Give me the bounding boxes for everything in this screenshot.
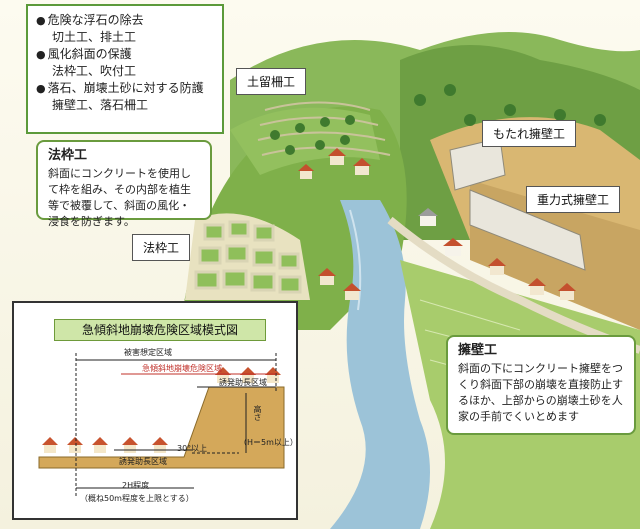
twoh-label: 2H程度: [122, 481, 150, 490]
higai-label: 被害想定区域: [124, 348, 172, 357]
tag-dodome: 土留柵工: [236, 68, 307, 95]
youheki-card: 擁壁工 斜面の下にコンクリート擁壁をつくり斜面下部の崩壊を直接防止するほか、上部…: [446, 335, 636, 435]
tag-norikake: 法枠工: [132, 234, 191, 261]
yuhatsu-top-label: 誘発助長区域: [219, 378, 267, 387]
tag-juryoku: 重力式擁壁工: [526, 186, 621, 213]
norikake-card: 法枠工 斜面にコンクリートを使用して枠を組み、その内部を植生等で被覆して、斜面の…: [36, 140, 212, 228]
houses: [298, 148, 576, 300]
twoh-note: （概ね50m程度を上限とする）: [80, 494, 194, 503]
legend-sub: 擁壁工、落石柵工: [52, 98, 149, 112]
legend-main: 危険な浮石の除去: [47, 13, 144, 27]
takasa-label: 高さ: [253, 405, 262, 421]
countermeasure-legend: ●危険な浮石の除去 切土工、排土工 ●風化斜面の保護 法枠工、吹付工 ●落石、崩…: [26, 4, 224, 134]
card-title: 擁壁工: [458, 343, 498, 358]
tag-motare: もたれ擁壁工: [482, 120, 577, 147]
card-body: 斜面にコンクリートを使用して枠を組み、その内部を植生等で被覆して、斜面の風化・浸…: [48, 167, 191, 228]
legend-item: ●風化斜面の保護 法枠工、吹付工: [36, 46, 214, 79]
bullet-icon: ●: [36, 48, 46, 61]
bullet-icon: ●: [36, 14, 46, 27]
lattice-frame: [194, 220, 302, 294]
legend-item: ●落石、崩壊土砂に対する防護 擁壁工、落石柵工: [36, 80, 214, 113]
trees: [270, 84, 606, 155]
hazard-zone-diagram: 急傾斜地崩壊危険区域模式図 被害想定区域 急傾斜地崩: [12, 301, 298, 520]
legend-sub: 法枠工、吹付工: [52, 64, 137, 78]
legend-item: ●危険な浮石の除去 切土工、排土工: [36, 12, 214, 45]
bullet-icon: ●: [36, 82, 46, 95]
kiken-label: 急傾斜地崩壊危険区域: [142, 364, 222, 373]
cross-section: [38, 353, 285, 498]
card-title: 法枠工: [48, 148, 88, 163]
legend-main: 落石、崩壊土砂に対する防護: [47, 81, 204, 95]
angle-label: 30°以上: [177, 444, 208, 453]
height-label: （H＝5m以上）: [239, 438, 298, 447]
legend-main: 風化斜面の保護: [47, 47, 132, 61]
card-body: 斜面の下にコンクリート擁壁をつくり斜面下部の崩壊を直接防止するほか、上部からの崩…: [458, 362, 623, 423]
legend-sub: 切土工、排土工: [52, 30, 137, 44]
yuhatsu-bottom-label: 誘発助長区域: [119, 457, 167, 466]
diagram-title: 急傾斜地崩壊危険区域模式図: [54, 319, 266, 341]
